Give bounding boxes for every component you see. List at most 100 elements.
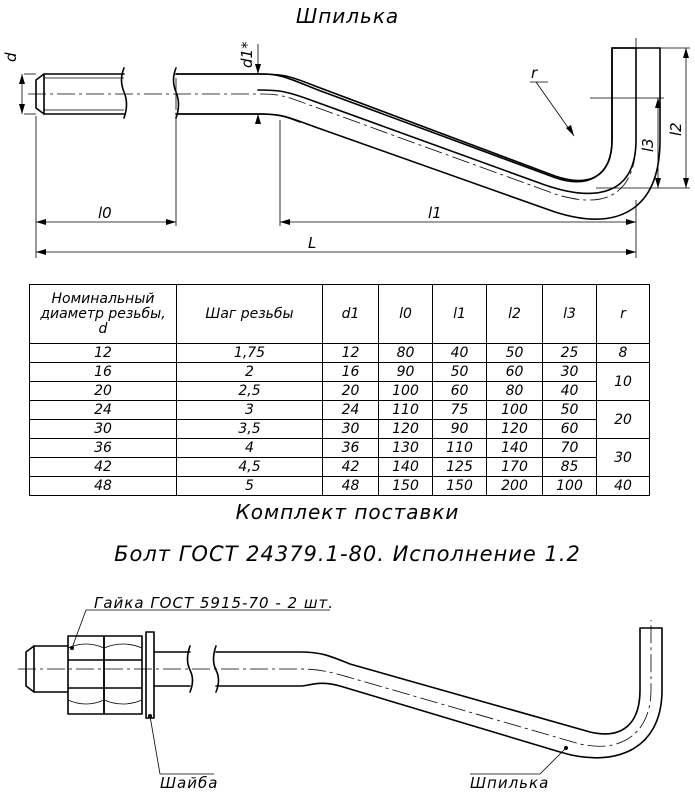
table-cell: 5 [176, 476, 323, 496]
table-cell: 16 [322, 362, 379, 382]
table-cell: 30 [29, 419, 177, 439]
label-L: L [308, 234, 316, 252]
nut-2 [103, 635, 143, 715]
table-cell: 140 [486, 438, 543, 458]
table-cell: 85 [542, 457, 597, 477]
header-d1: d1 [322, 284, 379, 344]
table-row: 20 2,5 20 100 60 80 40 [29, 381, 650, 401]
table-cell: 25 [542, 343, 597, 363]
table-row: 48 5 48 150 150 200 100 40 [29, 476, 650, 496]
kit-title: Комплект поставки [235, 500, 460, 524]
table-cell: 42 [322, 457, 379, 477]
label-l3: l3 [639, 138, 657, 152]
table-cell: 170 [486, 457, 543, 477]
bolt-title: Болт ГОСТ 24379.1-80. Исполнение 1.2 [114, 542, 581, 566]
table-cell: 60 [542, 419, 597, 439]
bolt-thread-end [25, 645, 69, 693]
table-cell: 200 [486, 476, 543, 496]
table-cell: 36 [322, 438, 379, 458]
label-l2: l2 [667, 122, 685, 136]
washer-callout: Шайба [160, 774, 219, 792]
break-mark-left [120, 67, 128, 119]
washer [145, 631, 155, 719]
header-l2: l2 [486, 284, 543, 344]
table-cell: 40 [542, 381, 597, 401]
bolt-shank-upper [215, 627, 663, 759]
table-row: 24 3 24 110 75 100 50 20 [29, 400, 650, 439]
header-line: Номинальный [51, 290, 155, 307]
header-l3: l3 [542, 284, 597, 344]
table-row: 36 4 36 130 110 140 70 30 [29, 438, 650, 477]
table-cell: 3 [176, 400, 323, 420]
table-cell: 120 [378, 419, 433, 439]
table-cell: 48 [29, 476, 177, 496]
table-cell: 50 [486, 343, 543, 363]
table-cell: 60 [486, 362, 543, 382]
label-l1: l1 [428, 204, 442, 222]
page-title: Шпилька [295, 4, 400, 28]
bolt-shank-left [153, 651, 191, 687]
table-cell: 4 [176, 438, 323, 458]
table-cell: 150 [378, 476, 433, 496]
table-cell: 12 [29, 343, 177, 363]
table-cell: 30 [542, 362, 597, 382]
table-cell: 130 [378, 438, 433, 458]
table-row: 30 3,5 30 120 90 120 60 [29, 419, 650, 439]
table-cell: 60 [432, 381, 487, 401]
header-nominal-diameter: Номинальный диаметр резьбы, d [29, 284, 177, 344]
table-cell: 50 [542, 400, 597, 420]
table-cell: 12 [322, 343, 379, 363]
header-line: d [98, 320, 108, 337]
stud-callout: Шпилька [470, 774, 550, 792]
nut-1 [67, 635, 105, 715]
header-pitch: Шаг резьбы [176, 284, 323, 344]
centerline [28, 38, 637, 201]
table-cell: 3,5 [176, 419, 323, 439]
table-cell: 2,5 [176, 381, 323, 401]
table-cell-r: 8 [596, 343, 650, 363]
table-cell: 110 [378, 400, 433, 420]
break-mark-bottom-right [212, 645, 220, 693]
shank-lower-contour [175, 47, 661, 220]
header-line: диаметр резьбы, [40, 305, 166, 322]
table-cell: 140 [378, 457, 433, 477]
table-cell: 150 [432, 476, 487, 496]
table-cell: 42 [29, 457, 177, 477]
table-cell: 50 [432, 362, 487, 382]
table-cell: 48 [322, 476, 379, 496]
table-cell: 90 [378, 362, 433, 382]
table-cell: 24 [29, 400, 177, 420]
table-cell: 110 [432, 438, 487, 458]
shank-outline [175, 47, 637, 195]
table-row: 16 2 16 90 50 60 30 10 [29, 362, 650, 401]
table-header-row: Номинальный диаметр резьбы, d Шаг резьбы… [29, 284, 650, 344]
shank-upper-contour [175, 47, 661, 183]
label-l0: l0 [98, 204, 112, 222]
table-cell: 20 [322, 381, 379, 401]
table-cell: 120 [486, 419, 543, 439]
header-r: r [596, 284, 650, 344]
table-cell: 90 [432, 419, 487, 439]
table-cell: 100 [378, 381, 433, 401]
table-cell: 70 [542, 438, 597, 458]
table-cell: 4,5 [176, 457, 323, 477]
table-cell-r: 30 [596, 438, 650, 477]
table-cell-r: 10 [596, 362, 650, 401]
label-d: d [2, 52, 20, 62]
table-cell: 125 [432, 457, 487, 477]
stud-drawing: d d1* r l0 l1 L l2 l3 [2, 38, 690, 258]
table-cell: 16 [29, 362, 177, 382]
bottom-centerline [18, 620, 652, 747]
table-cell-r: 40 [596, 476, 650, 496]
table-cell: 24 [322, 400, 379, 420]
table-cell: 20 [29, 381, 177, 401]
table-cell: 75 [432, 400, 487, 420]
table-cell-r: 20 [596, 400, 650, 439]
table-row: 12 1,75 12 80 40 50 25 8 [29, 343, 650, 363]
table-cell: 1,75 [176, 343, 323, 363]
header-l1: l1 [432, 284, 487, 344]
label-d1: d1* [238, 41, 256, 68]
table-cell: 2 [176, 362, 323, 382]
break-mark-bottom-left [186, 645, 194, 693]
header-l0: l0 [378, 284, 433, 344]
